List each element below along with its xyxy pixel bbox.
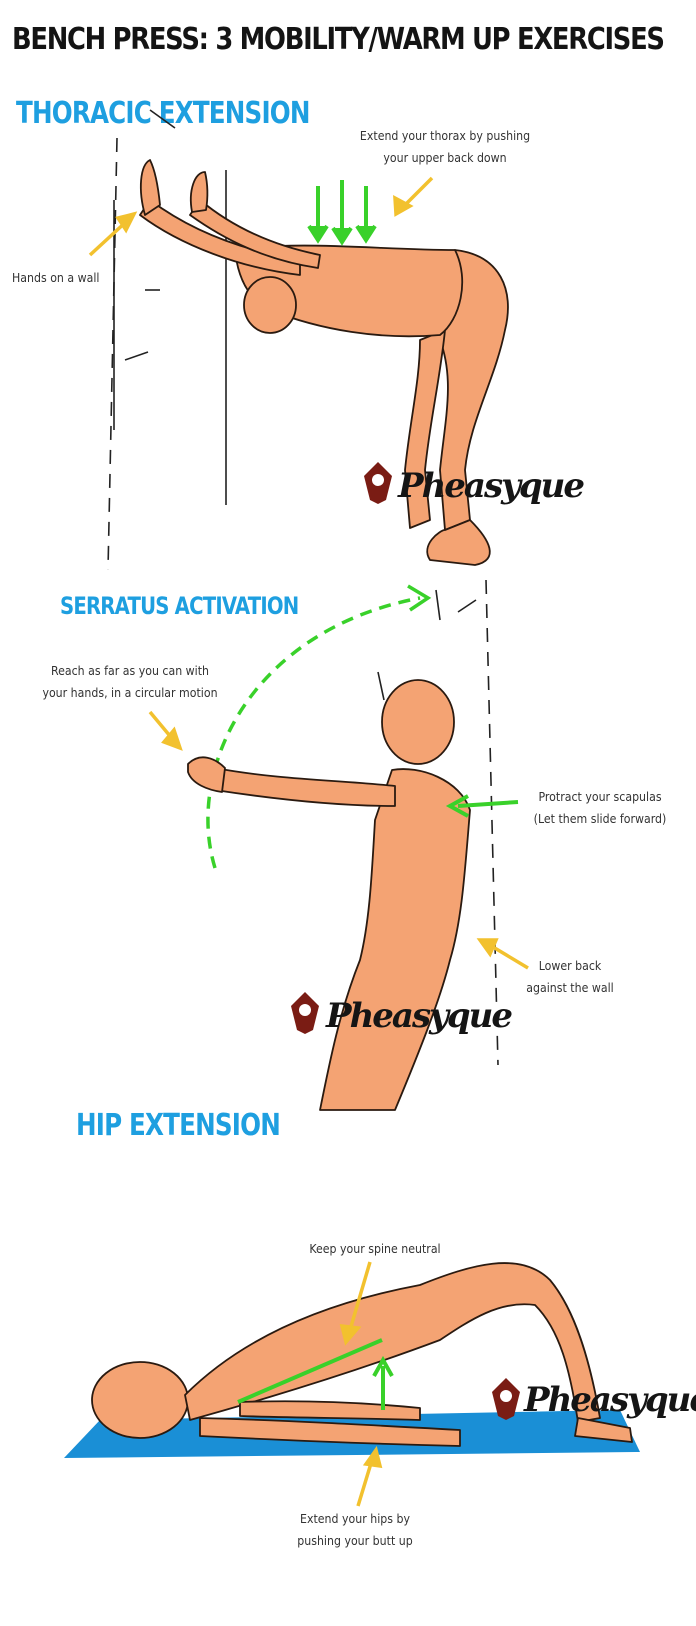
wall-lines [377,579,499,1066]
reach-note: Reach as far as you can with your hands,… [42,663,218,700]
pheasyque-logo-icon [291,992,319,1034]
annotation-arrows [148,710,529,970]
thoracic-extension-heading: THORACIC EXTENSION [16,96,310,131]
pheasyque-logo: Pheasyque [326,996,513,1036]
annotation-arrows [88,176,434,257]
lower-back-note: Lower back against the wall [526,958,614,995]
pheasyque-logo: Pheasyque [398,466,585,506]
bent-figure [139,159,509,566]
hands-on-wall-note: Hands on a wall [12,270,100,285]
thoracic-extension-illustration [88,109,509,571]
annotation-arrows [339,1261,383,1507]
protract-note: Protract your scapulas (Let them slide f… [533,789,667,826]
thorax-note: Extend your thorax by pushing your upper… [359,128,531,165]
circular-motion-path [206,596,421,869]
protract-arrow [445,794,519,818]
pheasyque-logo-icon [364,462,392,504]
serratus-activation-heading: SERRATUS ACTIVATION [60,592,299,620]
extend-hips-note: Extend your hips by pushing your butt up [297,1511,413,1548]
hip-extension-heading: HIP EXTENSION [76,1108,281,1143]
spine-neutral-line [237,1338,394,1410]
page-title: BENCH PRESS: 3 MOBILITY/WARM UP EXERCISE… [12,22,665,57]
spine-neutral-note: Keep your spine neutral [309,1241,441,1256]
pheasyque-logo-icon [492,1378,520,1420]
push-down-arrows [307,180,377,246]
pheasyque-logo: Pheasyque [524,1380,696,1420]
wall-lines [107,109,227,571]
standing-figure [187,679,471,1111]
serratus-activation-illustration [148,579,529,1111]
